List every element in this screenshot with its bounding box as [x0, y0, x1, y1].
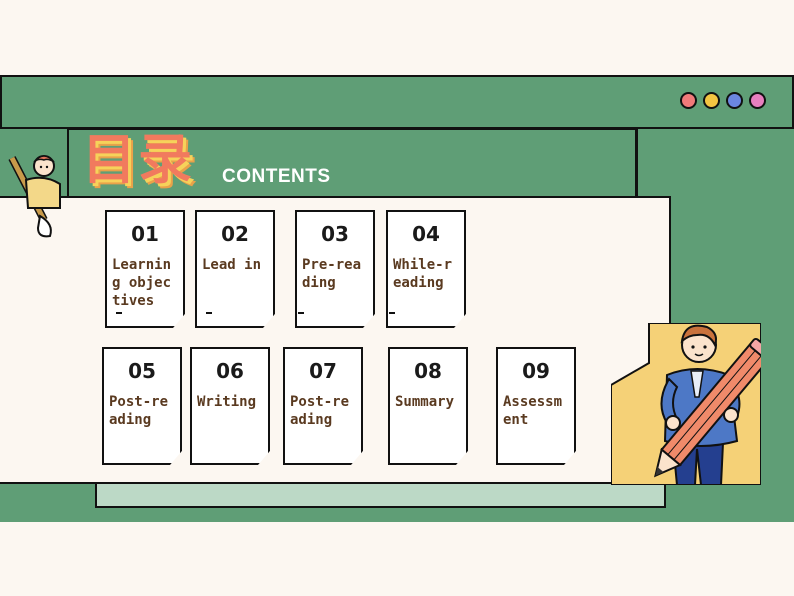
item-label: Assessment: [503, 394, 563, 429]
window-dots: [680, 92, 766, 109]
contents-item-01[interactable]: 01 Learning objectives: [105, 210, 185, 328]
bottom-strip: [95, 483, 666, 508]
item-label: Pre-reading: [302, 257, 362, 292]
tick-mark: [298, 312, 304, 314]
item-label: Writing: [197, 394, 257, 410]
item-number: 07: [309, 359, 337, 383]
item-label: While-reading: [393, 257, 453, 292]
title-chinese: 目录: [82, 127, 194, 191]
student-with-brush-icon: [8, 155, 61, 238]
item-number: 08: [414, 359, 442, 383]
item-label: Learning objectives: [112, 257, 172, 310]
title-contents: CONTENTS: [222, 166, 331, 187]
item-number: 05: [128, 359, 156, 383]
item-label: Post-reading: [290, 394, 350, 429]
item-label: Post-reading: [109, 394, 169, 429]
teacher-with-pencil-icon: [611, 323, 761, 485]
red-dot[interactable]: [680, 92, 697, 109]
tick-mark: [389, 312, 395, 314]
blue-dot[interactable]: [726, 92, 743, 109]
item-number: 02: [221, 222, 249, 246]
window-titlebar: [0, 75, 794, 129]
contents-item-04[interactable]: 04 While-reading: [386, 210, 466, 328]
contents-item-05[interactable]: 05 Post-reading: [102, 347, 182, 465]
item-number: 01: [131, 222, 159, 246]
contents-item-02[interactable]: 02 Lead in: [195, 210, 275, 328]
item-number: 03: [321, 222, 349, 246]
item-number: 06: [216, 359, 244, 383]
yellow-dot[interactable]: [703, 92, 720, 109]
item-label: Lead in: [202, 257, 262, 273]
contents-item-03[interactable]: 03 Pre-reading: [295, 210, 375, 328]
item-number: 09: [522, 359, 550, 383]
item-label: Summary: [395, 394, 455, 410]
divider: [636, 128, 638, 198]
contents-item-08[interactable]: 08 Summary: [388, 347, 468, 465]
contents-item-06[interactable]: 06 Writing: [190, 347, 270, 465]
pink-dot[interactable]: [749, 92, 766, 109]
tick-mark: [116, 312, 122, 314]
title-panel: [67, 128, 637, 198]
item-number: 04: [412, 222, 440, 246]
tick-mark: [206, 312, 212, 314]
contents-item-09[interactable]: 09 Assessment: [496, 347, 576, 465]
contents-item-07[interactable]: 07 Post-reading: [283, 347, 363, 465]
